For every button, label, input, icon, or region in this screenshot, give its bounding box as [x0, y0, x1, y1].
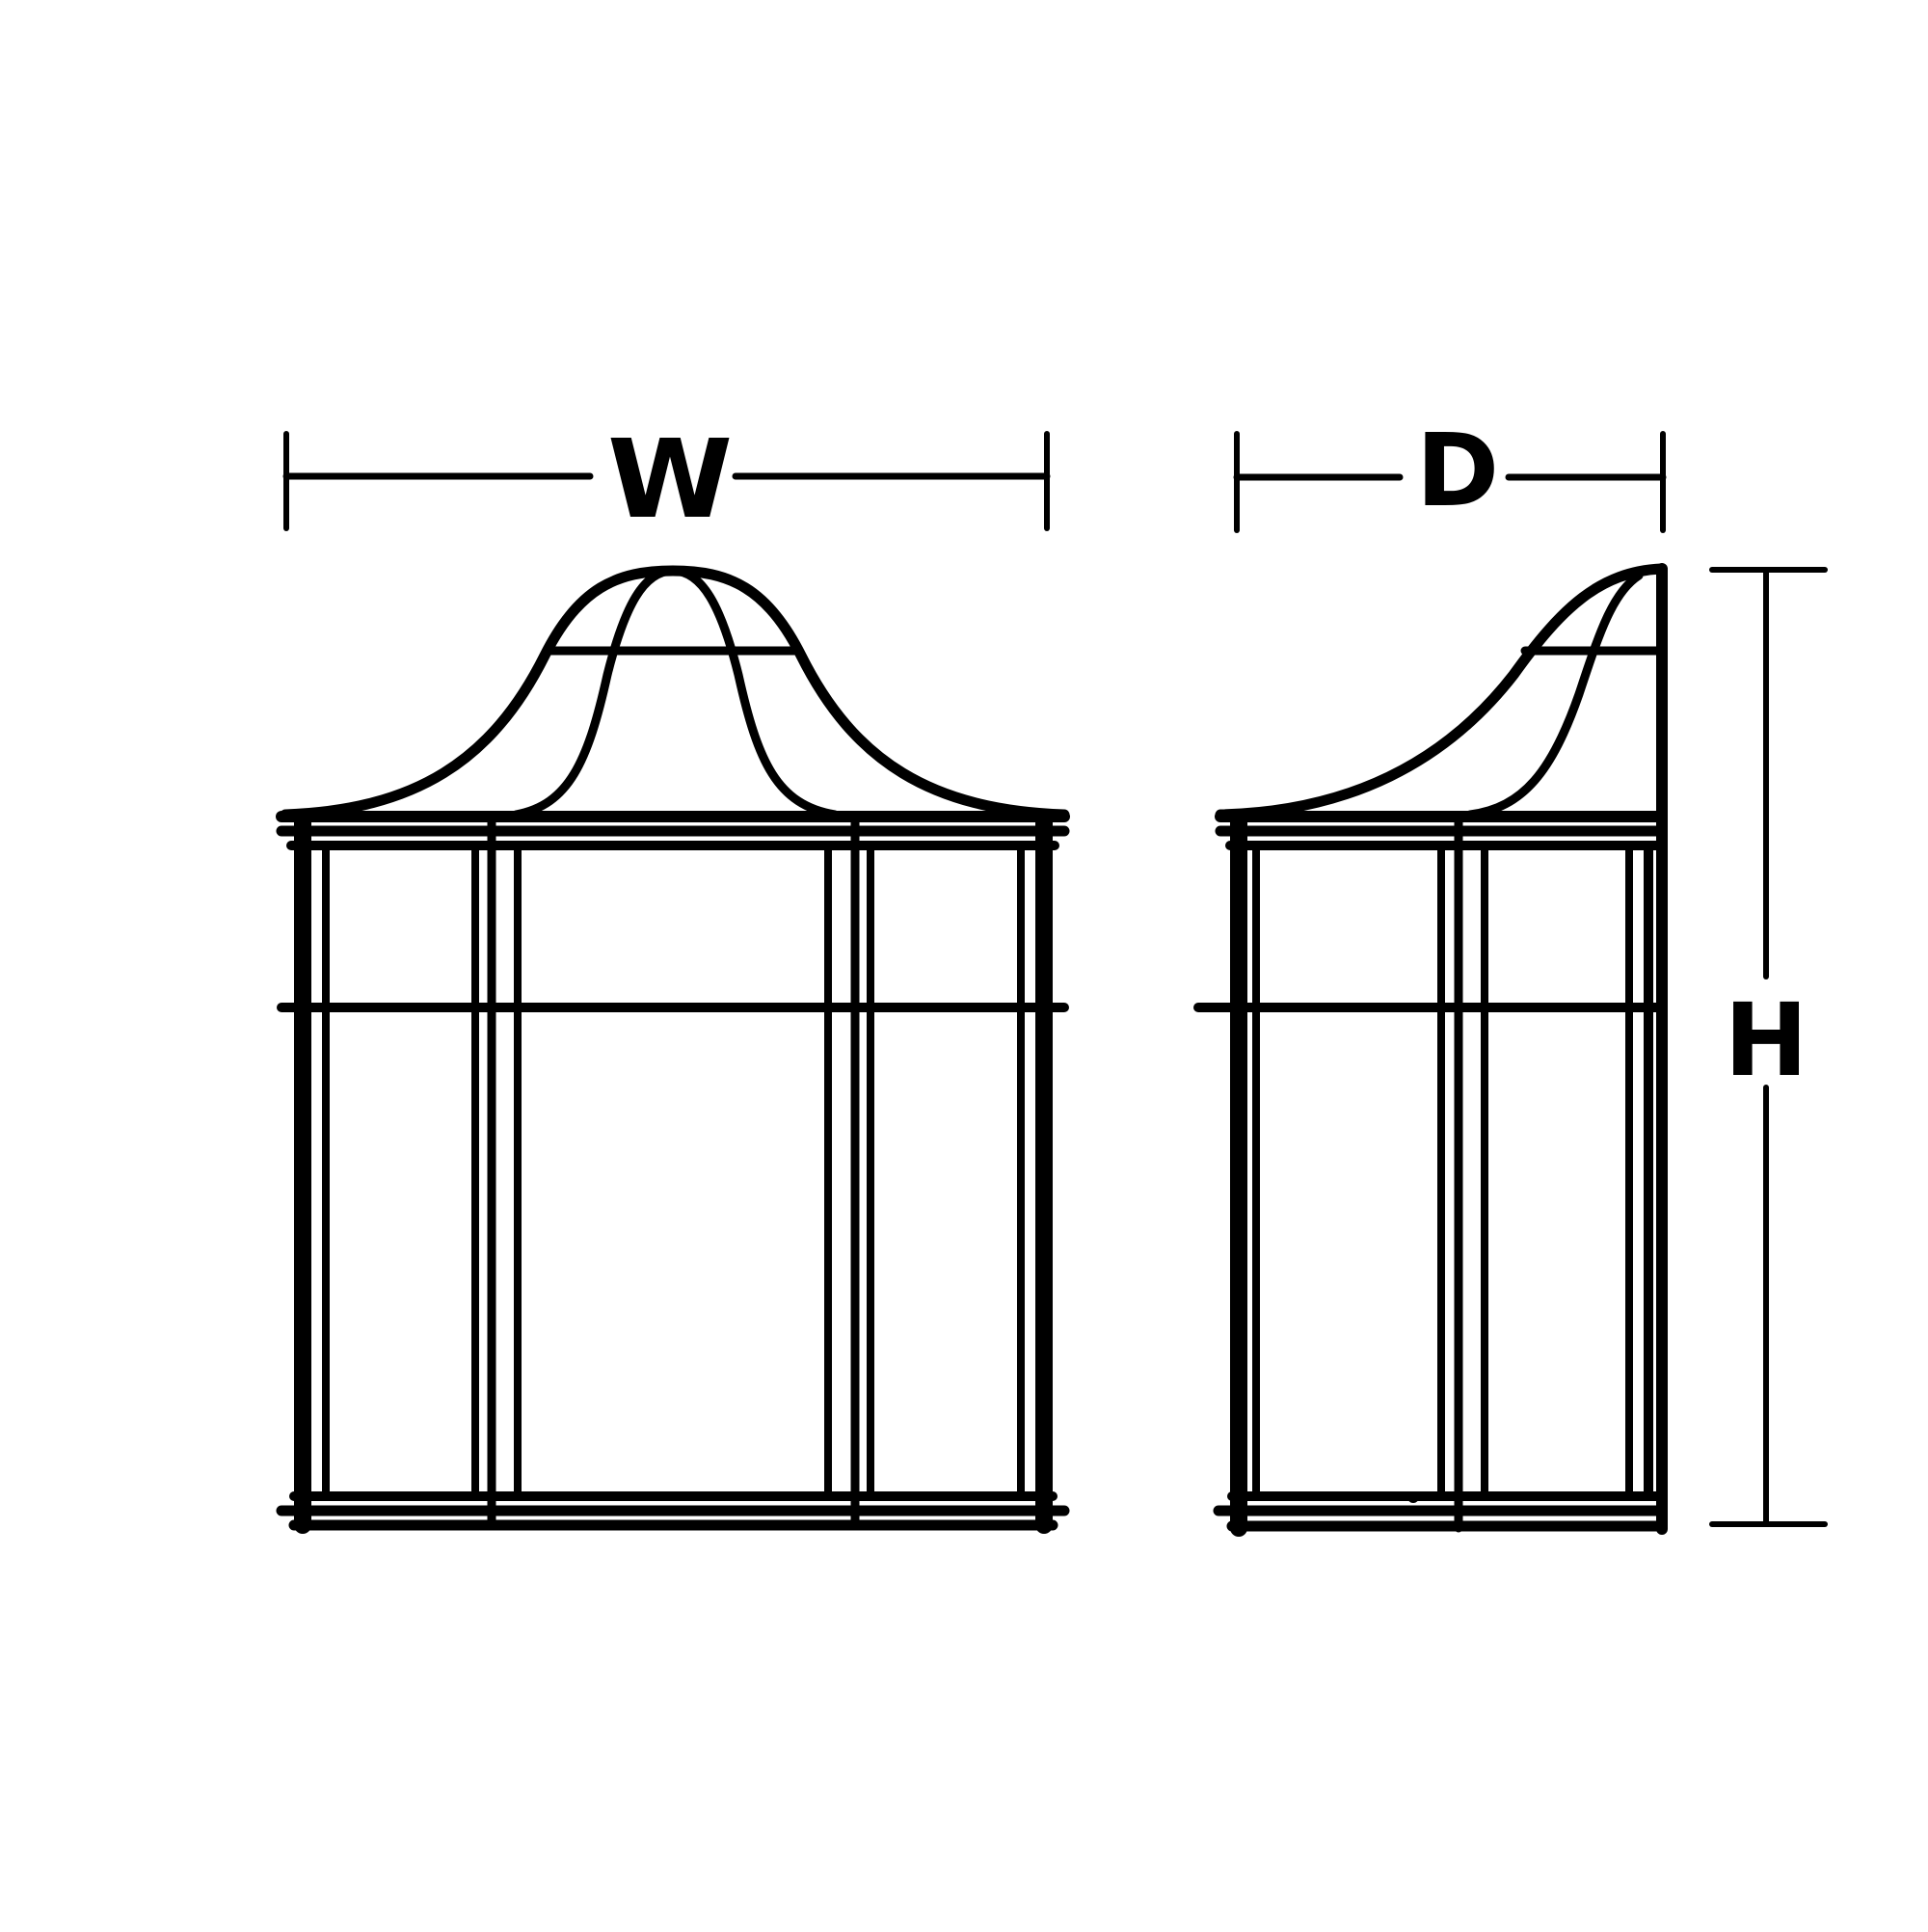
height-dimension-line	[1709, 567, 1828, 1527]
front-view-lantern	[276, 565, 1070, 1534]
side-base-rivet	[1407, 1491, 1419, 1503]
side-roof	[1215, 563, 1668, 1535]
front-posts	[294, 811, 1053, 1534]
side-view-lantern	[1193, 563, 1668, 1537]
side-posts	[1230, 811, 1653, 1537]
depth-dimension-line	[1233, 431, 1667, 533]
side-top-bands	[1215, 811, 1662, 850]
height-label: H	[1724, 981, 1808, 1099]
front-roof	[280, 565, 1070, 820]
depth-label: D	[1415, 412, 1500, 529]
front-base-bands	[276, 1491, 1070, 1531]
width-label: W	[607, 416, 734, 543]
side-base-bands	[1213, 1491, 1666, 1532]
front-top-bands	[276, 811, 1070, 850]
width-dimension-line	[282, 431, 1051, 531]
